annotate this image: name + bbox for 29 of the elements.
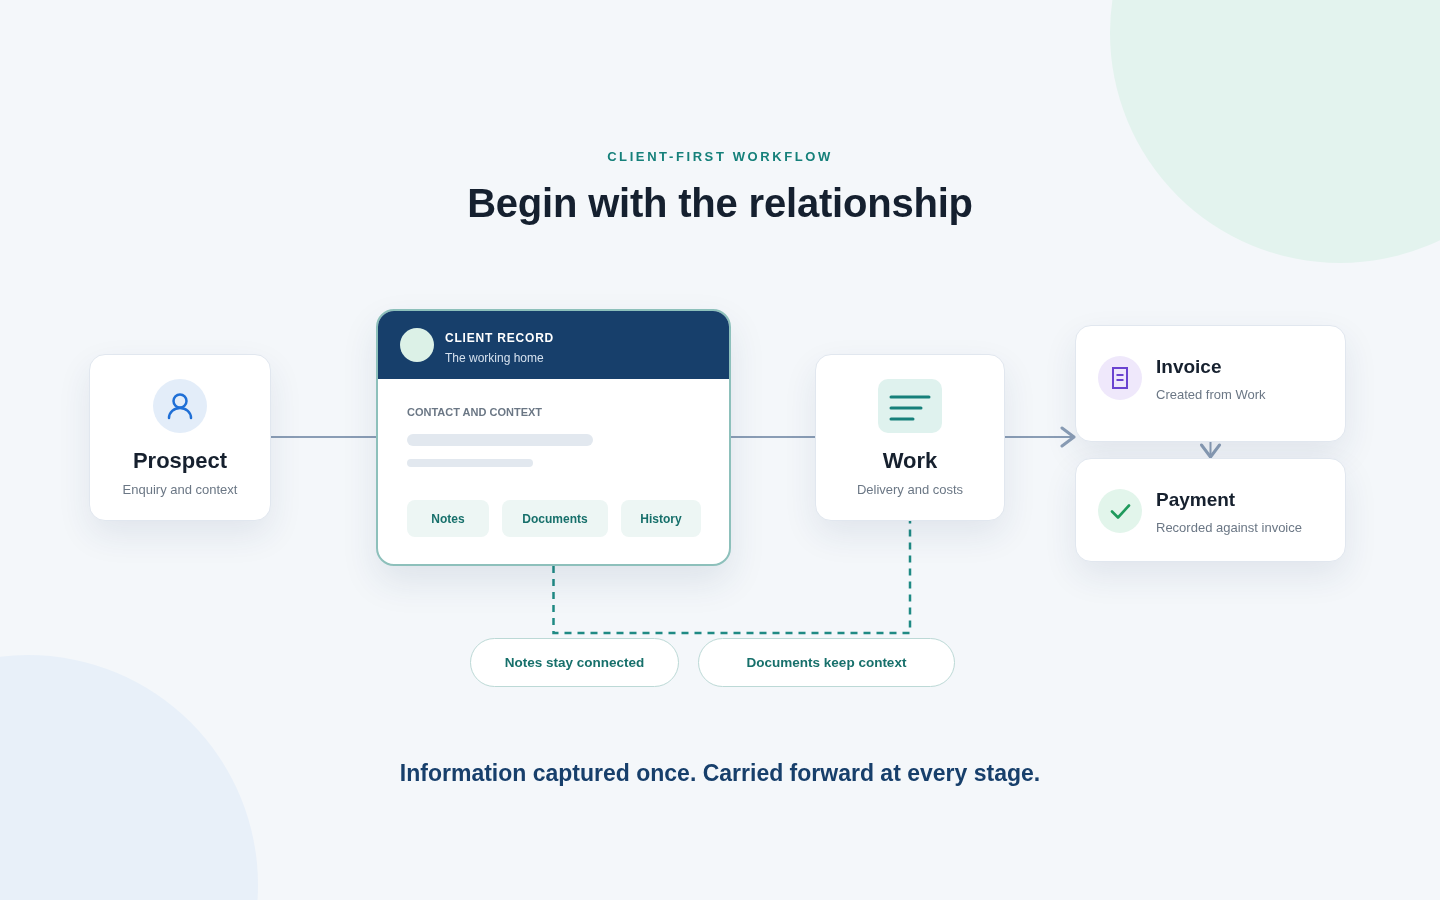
card-description: Enquiry and context	[122, 482, 238, 498]
section-heading: CONTACT AND CONTEXT	[407, 405, 543, 419]
dashed-connector	[552, 521, 912, 635]
card-description: Recorded against invoice	[1156, 520, 1302, 536]
note-pill: Notes stay connected	[470, 638, 679, 687]
card-title: Work	[882, 448, 938, 474]
record-tab: History	[621, 500, 701, 537]
card-title: Invoice	[1156, 356, 1222, 378]
card-subtitle: The working home	[445, 351, 544, 366]
card-description: Delivery and costs	[856, 482, 964, 498]
card-description: Created from Work	[1156, 387, 1266, 403]
record-card	[376, 309, 731, 566]
connector-line	[270, 436, 377, 438]
section-eyebrow: CLIENT-FIRST WORKFLOW	[607, 148, 833, 166]
arrow	[1004, 426, 1076, 448]
card-title: Prospect	[132, 448, 228, 474]
record-tab: Notes	[407, 500, 489, 537]
stage-card	[89, 354, 271, 521]
connector-line	[730, 436, 816, 438]
record-tab: Documents	[502, 500, 608, 537]
diagram-title: Begin with the relationship	[467, 180, 973, 227]
diagram-caption: Information captured once. Carried forward at every stage.	[399, 759, 1041, 787]
stage-card	[815, 354, 1005, 521]
note-pill: Documents keep context	[698, 638, 955, 687]
stage-card	[1075, 325, 1346, 442]
card-title: CLIENT RECORD	[445, 331, 555, 346]
arrow	[1200, 441, 1221, 459]
stage-card	[1075, 458, 1346, 562]
card-title: Payment	[1156, 489, 1236, 511]
